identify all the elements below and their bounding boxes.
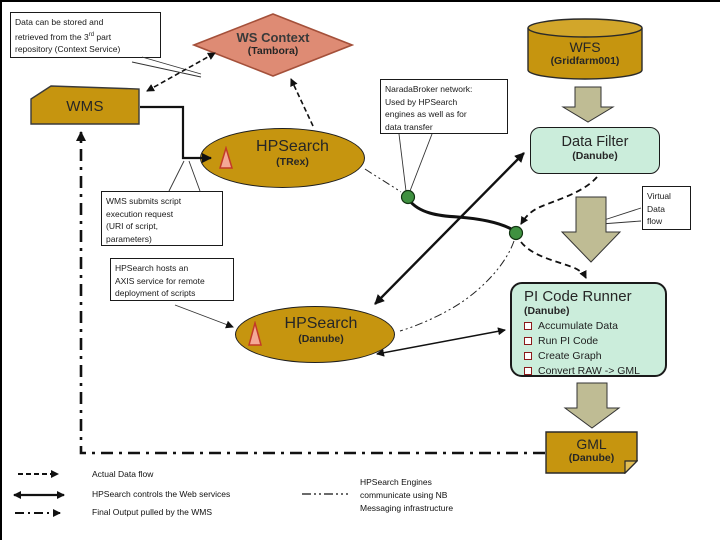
- pi-item-label: Run PI Code: [538, 334, 599, 347]
- virtual-data-flow-callout: Virtual Data flow: [642, 186, 691, 230]
- hpsearch-hosts-pointer-arrow: [174, 304, 234, 329]
- hpsearch-trex-subtitle: (TRex): [276, 156, 309, 168]
- danube-picoderunner-double-arrow: [376, 327, 506, 357]
- down-block-arrow-icon: [560, 196, 622, 263]
- folded-box-shape: [545, 431, 638, 474]
- wms-submits-callout: WMS submits script execution request (UR…: [101, 191, 223, 246]
- slide-frame-top: [0, 0, 720, 2]
- repository-callout: Data can be stored and retrieved from th…: [10, 12, 161, 58]
- hpsearch-danube-subtitle: (Danube): [298, 333, 344, 345]
- wms-node: WMS: [30, 85, 140, 125]
- ws-context-subtitle: (Tambora): [247, 45, 299, 57]
- plaque-shape: [30, 85, 140, 125]
- hpsearch-trex-title: HPSearch: [256, 138, 329, 155]
- danube-datafilter-double-arrow: [374, 152, 525, 305]
- gml-node: GML (Danube): [545, 431, 638, 474]
- legend-label-hpsearch-controls: HPSearch controls the Web services: [92, 489, 231, 499]
- trex-dot-curve: [364, 168, 402, 193]
- repository-callout-line3: repository (Context Service): [15, 44, 121, 55]
- slide-frame-left: [0, 0, 2, 540]
- pi-item-label: Accumulate Data: [538, 319, 618, 332]
- wfs-node: WFS (Gridfarm001): [527, 18, 643, 80]
- virtual-df-line2: Data: [647, 203, 665, 214]
- cylinder-shape: [527, 18, 643, 80]
- wms-submits-pointer-line: [188, 160, 201, 192]
- pi-item-label: Create Graph: [538, 349, 602, 362]
- nb-messaging-curves: [364, 168, 515, 332]
- naradabroker-line1: NaradaBroker network:: [385, 84, 473, 94]
- pi-item-label: Convert RAW -> GML: [538, 364, 641, 377]
- data-filter-subtitle: (Danube): [572, 150, 618, 162]
- virtual-df-line3: flow: [647, 216, 663, 227]
- wfs-subtitle: (Gridfarm001): [550, 55, 620, 67]
- virtual-df-pointer-line: [600, 220, 642, 225]
- legend-label-actual-data-flow: Actual Data flow: [92, 469, 154, 479]
- wms-submits-line3: (URI of script,: [106, 221, 158, 232]
- green-node-dot-icon: [400, 189, 416, 205]
- virtual-df-pointer-line: [600, 207, 642, 222]
- wms-title: WMS: [66, 98, 104, 115]
- green-node-dot-icon: [508, 225, 524, 241]
- hpsearch-trex-node: HPSearch (TRex): [200, 128, 365, 188]
- wms-submits-pointer-line: [168, 160, 185, 192]
- hpsearch-hosts-line3: deployment of scripts: [115, 288, 196, 299]
- naradabroker-callout: NaradaBroker network: Used by HPSearch e…: [380, 79, 508, 134]
- pi-item: Run PI Code: [524, 333, 665, 348]
- ws-context-node: WS Context (Tambora): [192, 13, 354, 77]
- nb-note-line2: communicate using NB: [360, 490, 448, 500]
- repository-pointer-line: [131, 61, 202, 78]
- nb-note-line3: Messaging infrastructure: [360, 503, 454, 513]
- datafilter-dot-dashed-arrow: [520, 176, 598, 225]
- naradabroker-link-curve: [407, 199, 514, 232]
- repository-callout-line1: Data can be stored and: [15, 17, 104, 27]
- wms-submits-line1: WMS submits script: [106, 196, 182, 206]
- dot-danube-curve: [399, 240, 515, 332]
- pi-item: Accumulate Data: [524, 318, 665, 333]
- checkbox-bullet-icon: [524, 321, 532, 330]
- pi-code-runner-subtitle: (Danube): [524, 305, 570, 317]
- wms-submits-line2: execution request: [106, 208, 174, 219]
- repository-callout-line2: retrieved from the 3rd part: [15, 31, 112, 42]
- down-block-arrow-icon: [563, 382, 621, 429]
- naradabroker-line4: data transfer: [385, 121, 433, 132]
- hpsearch-hosts-line1: HPSearch hosts an: [115, 263, 189, 273]
- hpsearch-hosts-line2: AXIS service for remote: [115, 275, 205, 286]
- hpsearch-danube-title: HPSearch: [284, 315, 358, 332]
- gml-title: GML: [576, 436, 607, 452]
- legend-label-final-output: Final Output pulled by the WMS: [92, 507, 213, 517]
- pi-item: Convert RAW -> GML: [524, 363, 665, 378]
- data-filter-title: Data Filter: [561, 134, 629, 150]
- checkbox-bullet-icon: [524, 336, 532, 345]
- gml-subtitle: (Danube): [568, 452, 615, 464]
- naradabroker-line3: engines as well as for: [385, 109, 467, 120]
- narada-pointer-line: [398, 133, 407, 192]
- pi-code-runner-node: PI Code Runner (Danube) Accumulate Data …: [510, 282, 667, 377]
- pi-code-runner-title: PI Code Runner: [524, 288, 632, 305]
- hpsearch-danube-node: HPSearch (Danube): [235, 306, 395, 363]
- naradabroker-line2: Used by HPSearch: [385, 96, 458, 107]
- nb-note-line1: HPSearch Engines: [360, 477, 432, 487]
- wfs-title: WFS: [569, 39, 601, 55]
- data-filter-node: Data Filter (Danube): [530, 127, 660, 174]
- checkbox-bullet-icon: [524, 366, 532, 375]
- diamond-shape: [192, 13, 354, 77]
- trex-wscontext-dashed-arrow: [290, 78, 314, 127]
- hpsearch-hosts-callout: HPSearch hosts an AXIS service for remot…: [110, 258, 234, 301]
- ws-context-title: WS Context: [236, 30, 310, 45]
- checkbox-bullet-icon: [524, 351, 532, 360]
- pi-item: Create Graph: [524, 348, 665, 363]
- dot-picoderunner-dashed-arrow: [520, 241, 587, 279]
- down-block-arrow-icon: [561, 86, 615, 123]
- wms-submits-line4: parameters): [106, 233, 152, 244]
- narada-pointer-line: [409, 133, 433, 192]
- virtual-df-line1: Virtual: [647, 191, 671, 201]
